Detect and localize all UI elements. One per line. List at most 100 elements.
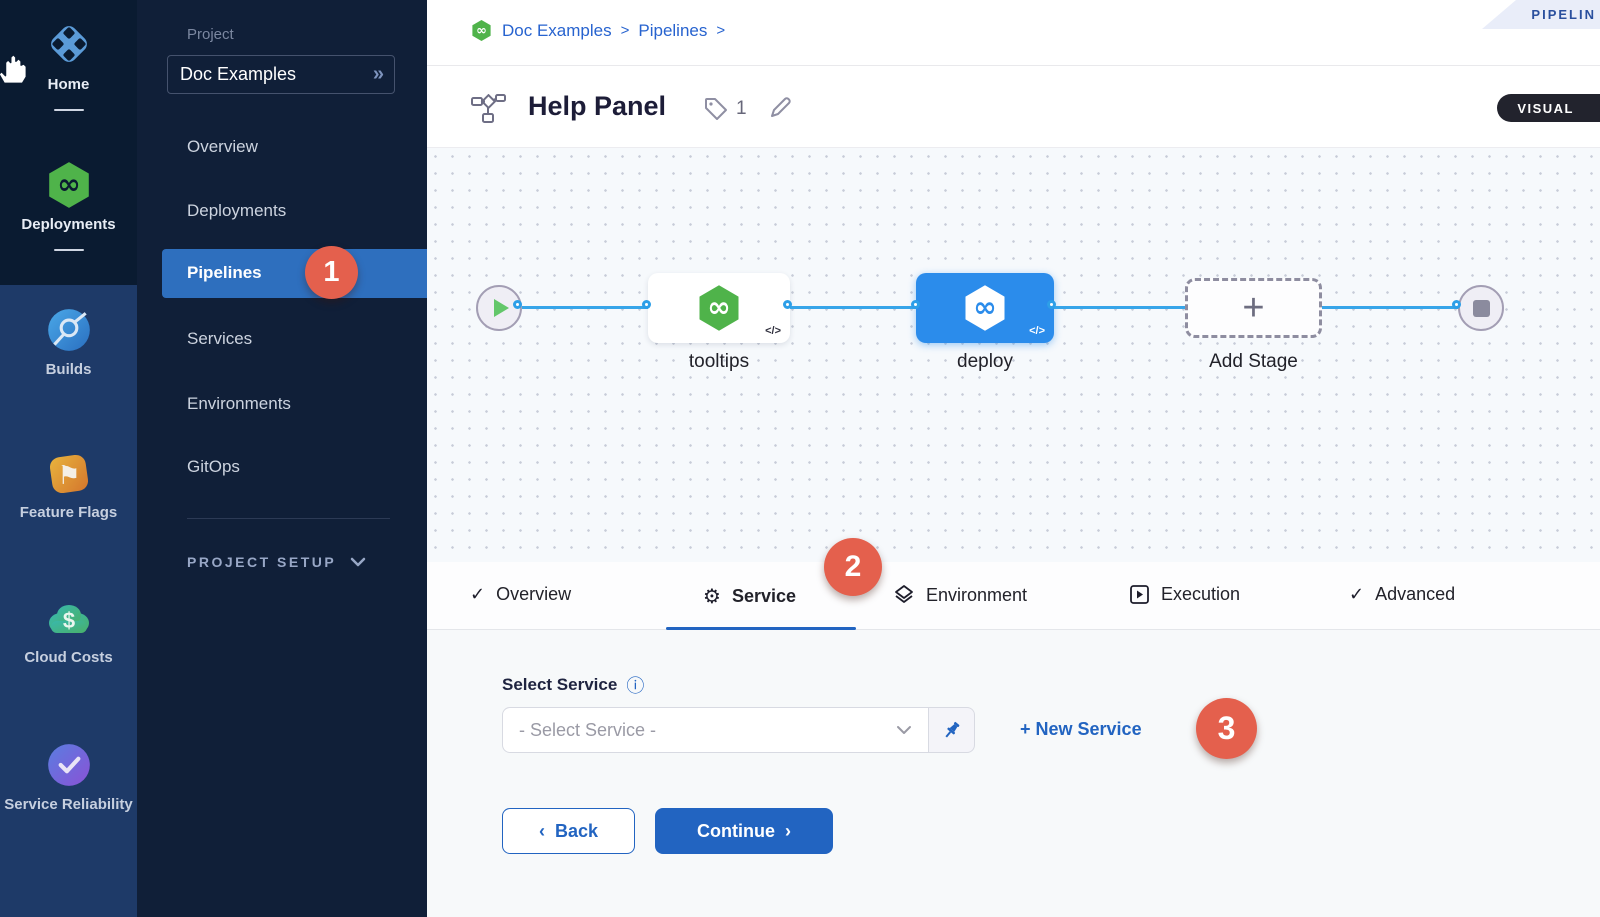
tab-label: Overview [496,584,572,604]
tab-label: Execution [1161,584,1241,604]
tags-indicator[interactable]: 1 [703,96,747,122]
edge-endpoint[interactable] [513,300,522,309]
rail-item-deployments[interactable]: ∞ Deployments [0,160,137,251]
select-service-control: - Select Service - [502,707,975,753]
pipeline-canvas[interactable]: ∞ </> tooltips ∞ </> deploy + Add St [427,148,1600,562]
dropdown-placeholder: - Select Service - [519,719,657,740]
active-tab-underline [666,627,856,630]
add-stage-button[interactable]: + [1185,278,1322,338]
view-toggle-visual[interactable]: VISUAL [1497,94,1600,122]
check-icon: ✓ [470,584,486,604]
annotation-badge-3: 3 [1196,698,1257,759]
pipeline-edge [1054,306,1185,309]
project-setup-label: PROJECT SETUP [187,554,337,570]
pin-icon [944,721,959,738]
stage-tabbar: ✓ Overview ⚙ Service Environment Execu [427,562,1600,630]
tab-service[interactable]: ⚙ Service [703,584,796,609]
select-service-label: Select Service ⓘ [502,672,644,698]
rail-active-underline [53,248,84,251]
svg-text:∞: ∞ [973,291,996,324]
rail-item-service-reliability[interactable]: Service Reliability [0,740,137,815]
edge-endpoint[interactable] [1047,300,1056,309]
edge-endpoint[interactable] [642,300,651,309]
stage-label: deploy [957,351,1013,372]
sidebar-item-deployments[interactable]: Deployments [187,201,287,220]
chevron-down-icon [897,726,911,734]
rail-item-feature-flags[interactable]: ⚑ Feature Flags [0,450,137,523]
select-service-dropdown[interactable]: - Select Service - [502,707,929,753]
tag-count: 1 [736,98,747,119]
project-name: Doc Examples [180,64,297,84]
rail-item-label: Home [47,76,90,93]
rail-item-label: Service Reliability [4,796,133,813]
rail-active-underline [53,108,84,111]
stage-label: tooltips [688,351,750,372]
tag-icon [705,98,727,120]
breadcrumb-separator: > [716,22,726,39]
builds-icon [47,309,90,351]
select-service-label-text: Select Service [502,675,618,694]
rail-item-home[interactable]: Home [0,18,137,111]
ribbon-label: PIPELIN [1531,7,1596,22]
chevron-right-icon: › [785,820,791,841]
tab-environment[interactable]: Environment [893,584,1027,606]
breadcrumb: ∞ Doc Examples > Pipelines > [470,19,725,42]
project-selector[interactable]: Doc Examples » [167,55,395,94]
rail-item-label: Cloud Costs [24,649,113,666]
home-diamond-icon [50,26,87,62]
tab-label: Service [731,586,796,606]
sidebar-item-label: Pipelines [187,263,262,282]
code-view-marker: </> [1029,325,1045,337]
stage-node-tooltips[interactable]: ∞ </> [648,273,790,343]
stop-icon [1472,299,1490,317]
sidebar-item-environments[interactable]: Environments [187,394,291,413]
breadcrumb-separator: > [620,22,630,39]
edge-endpoint[interactable] [911,300,920,309]
pipeline-graph-icon [471,94,506,123]
page-title: Help Panel [528,91,667,121]
tab-label: Advanced [1375,584,1456,604]
pipeline-end-node[interactable] [1458,285,1504,331]
pipeline-studio-ribbon[interactable]: PIPELIN [1482,0,1600,29]
info-icon[interactable]: ⓘ [626,676,645,696]
pipeline-edge [790,306,918,309]
back-button[interactable]: ‹ Back [502,808,635,854]
edge-endpoint[interactable] [783,300,792,309]
sidebar-item-gitops[interactable]: GitOps [187,457,240,476]
pipeline-edge [522,306,650,309]
sidebar-project-setup[interactable]: PROJECT SETUP [187,554,366,570]
edit-pencil-icon[interactable] [767,95,793,121]
module-rail: Home ∞ Deployments Builds [0,0,137,917]
tab-label: Environment [926,584,1028,605]
pin-runtime-input-button[interactable] [929,707,975,753]
breadcrumb-link-pipelines[interactable]: Pipelines [638,20,708,40]
tab-advanced[interactable]: ✓ Advanced [1349,584,1455,605]
annotation-badge-1: 1 [305,246,358,299]
pipeline-edge [1322,306,1459,309]
check-icon: ✓ [1349,584,1365,604]
rail-item-builds[interactable]: Builds [0,305,137,380]
svg-text:⚑: ⚑ [57,461,80,491]
annotation-badge-2: 2 [824,538,882,596]
sidebar-item-pipelines[interactable]: Pipelines [162,249,427,298]
add-stage-label: Add Stage [1209,351,1298,372]
new-service-link[interactable]: + New Service [1020,719,1142,739]
layers-icon [895,585,913,603]
rail-item-cloud-costs[interactable]: $ Cloud Costs [0,597,137,668]
harness-stage-icon: ∞ [965,285,1005,331]
edge-endpoint[interactable] [1452,300,1461,309]
continue-button-label: Continue [697,820,775,841]
sidebar-item-services[interactable]: Services [187,329,253,348]
hand-cursor-icon [0,53,28,85]
cloud-costs-icon: $ [48,605,89,633]
breadcrumb-link-project[interactable]: Doc Examples [502,20,612,40]
tab-execution[interactable]: Execution [1129,584,1240,605]
continue-button[interactable]: Continue › [655,808,833,854]
sidebar-item-overview[interactable]: Overview [187,137,258,156]
play-icon [493,299,509,317]
play-box-icon [1130,585,1149,604]
stage-node-deploy-selected[interactable]: ∞ </> [916,273,1054,343]
svg-text:$: $ [62,608,74,633]
tab-overview[interactable]: ✓ Overview [470,584,571,605]
